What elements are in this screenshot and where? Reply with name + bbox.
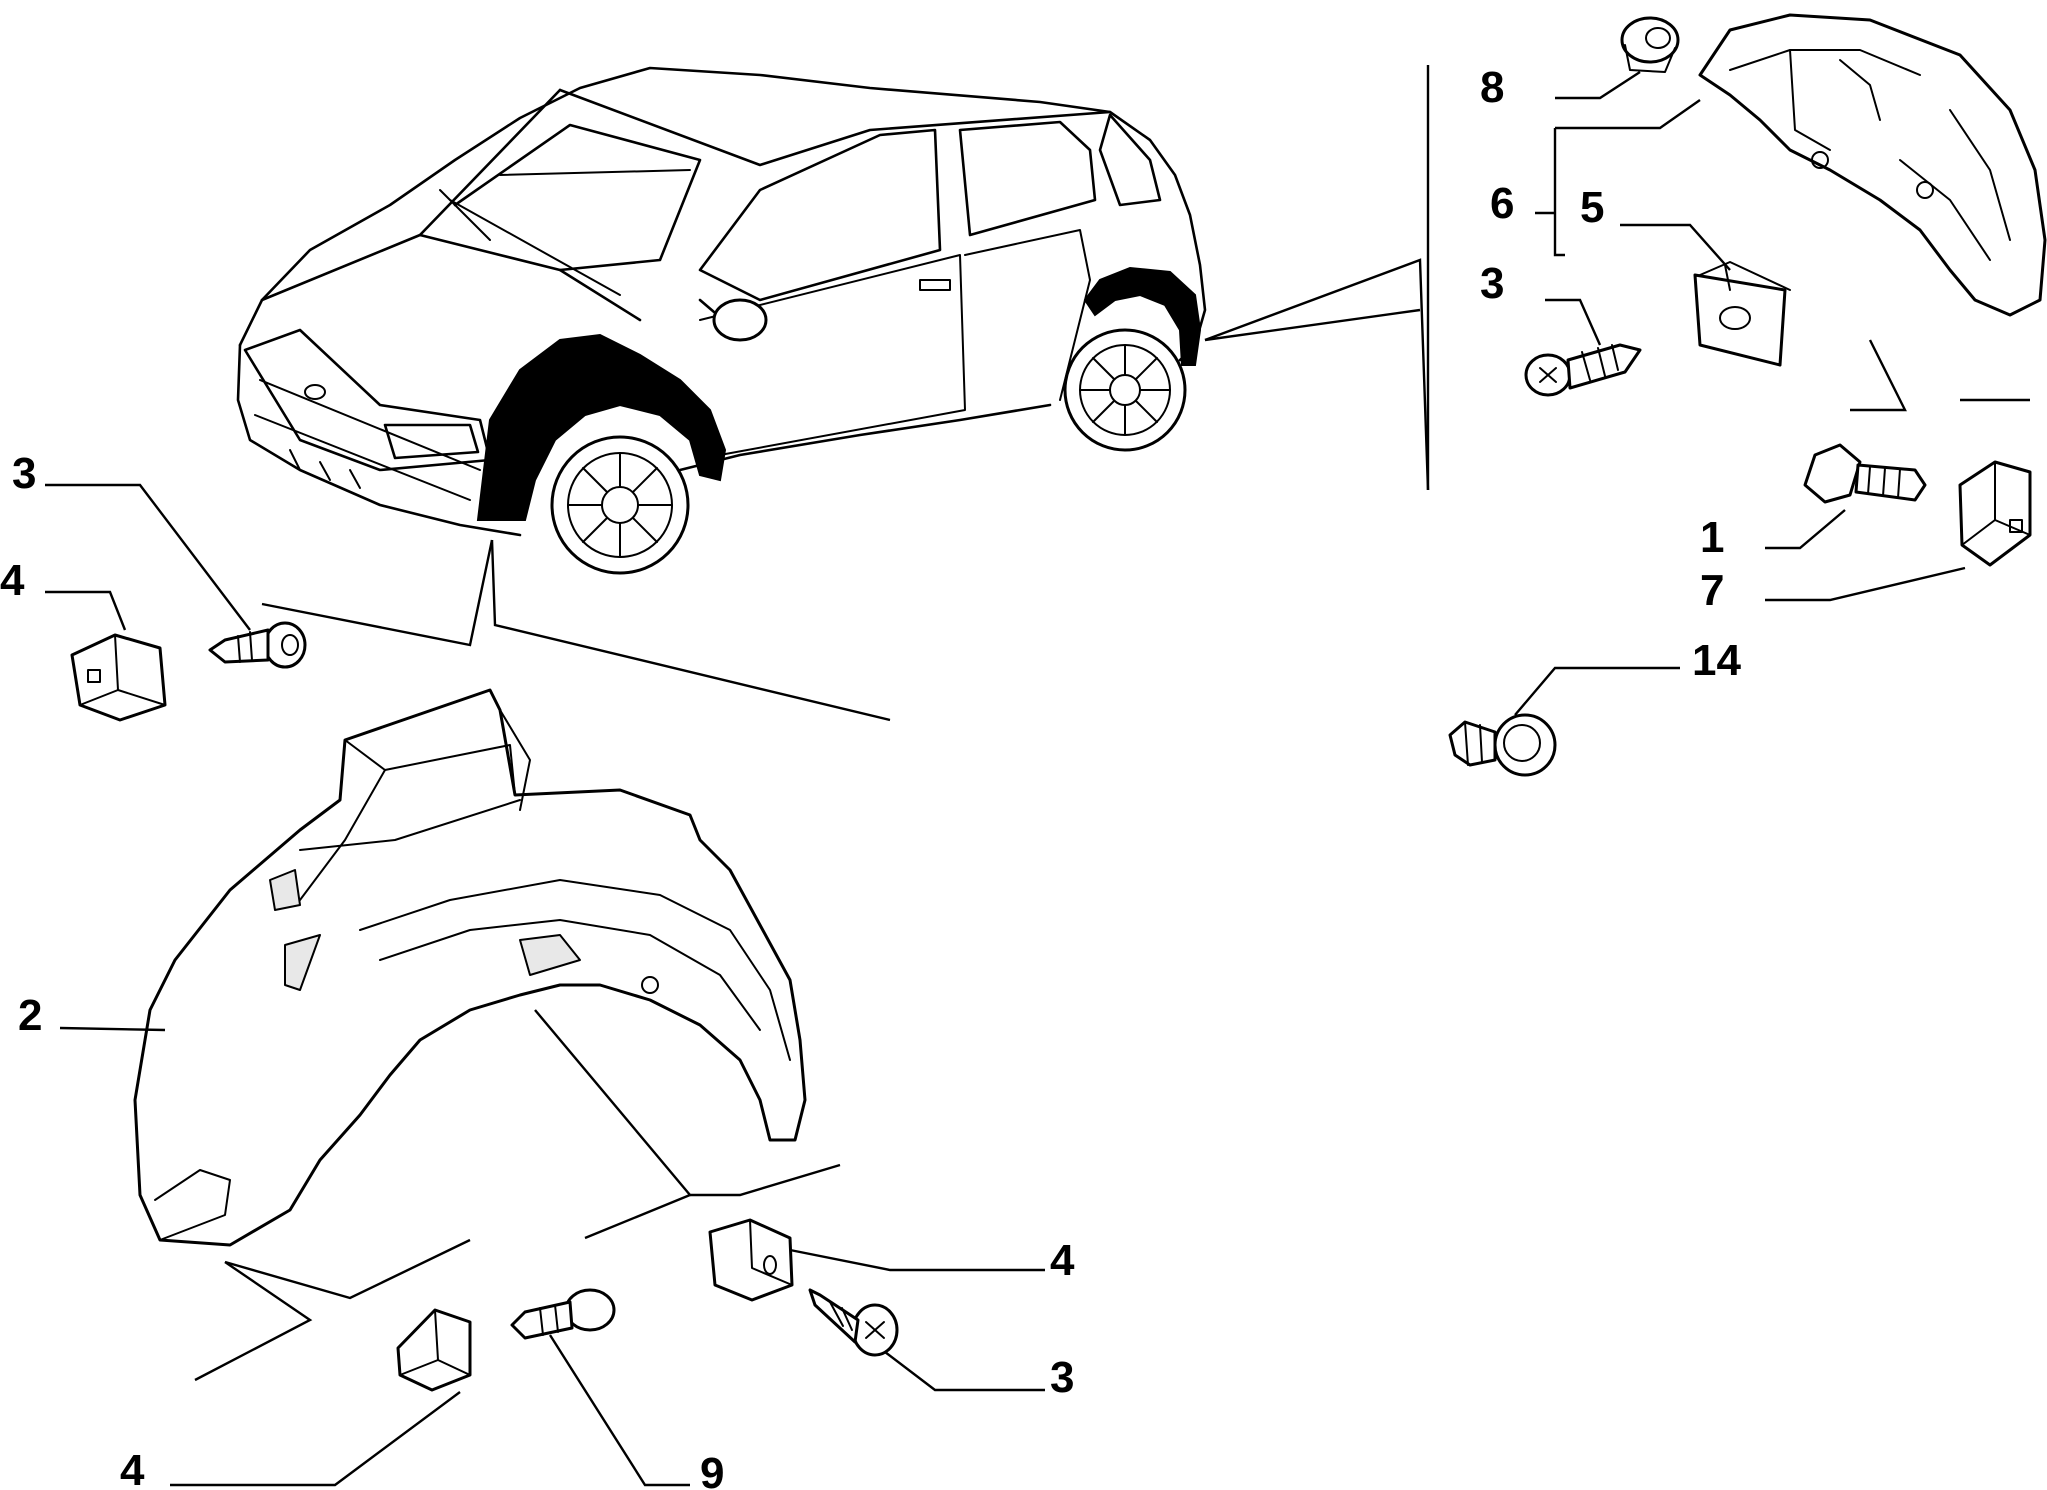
callout-3-right: 3 [1480,259,1504,308]
part-4-clip-left [70,633,167,722]
part-7-clip [1958,460,2032,567]
car-illustration [236,66,1207,575]
callout-7: 7 [1700,566,1724,615]
part-1-bolt [1803,443,1927,504]
part-3-screw-right [1524,343,1642,397]
callout-8: 8 [1480,63,1504,112]
part-5-clip [1693,261,1791,367]
part-3-screw-left [208,621,307,669]
callout-3-left: 3 [12,449,36,498]
part-3-screw-bottom [808,1288,899,1357]
part-4-clip-mid [708,1218,794,1302]
callout-1: 1 [1700,513,1724,562]
callout-2: 2 [18,991,42,1040]
part-4-clip-bottom [396,1308,472,1392]
callout-4-left: 4 [0,556,25,605]
part-14-push-clip [1448,713,1557,777]
rear-wheel-arch-liner [1698,13,2047,317]
callout-6: 6 [1490,179,1514,228]
callout-4-mid: 4 [1050,1236,1075,1285]
part-8-nut [1620,16,1680,73]
callout-14: 14 [1692,636,1741,685]
callout-5: 5 [1580,183,1604,232]
callout-3-bottom: 3 [1050,1353,1074,1402]
callout-9: 9 [700,1449,724,1490]
part-9-bolt [510,1288,616,1340]
front-wheel-arch-liner [133,688,807,1247]
callout-4-bottom: 4 [120,1446,145,1490]
